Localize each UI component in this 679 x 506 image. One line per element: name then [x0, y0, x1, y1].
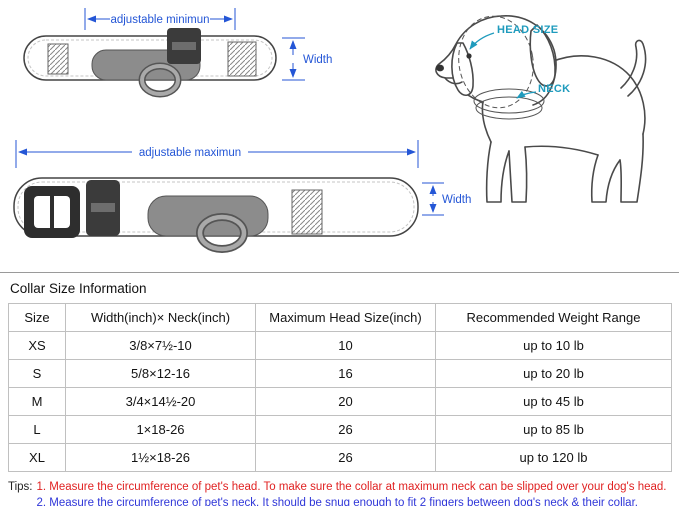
tip-1: 1. Measure the circumference of pet's he… — [36, 481, 667, 493]
head-size-arrow-icon — [469, 32, 495, 50]
head-size-label: HEAD SIZE — [497, 24, 558, 36]
col-header-weight: Recommended Weight Range — [435, 303, 672, 332]
neck-label: NECK — [538, 83, 570, 95]
collar-keeper — [47, 43, 69, 75]
col-header-width-neck: Width(inch)× Neck(inch) — [65, 303, 256, 332]
cell-head-size: 26 — [255, 443, 436, 472]
dimension-width-maximum — [422, 182, 444, 216]
cell-size: L — [8, 415, 66, 444]
cell-weight: up to 120 lb — [435, 443, 672, 472]
dimension-width-minimum — [282, 37, 305, 81]
cell-size: M — [8, 387, 66, 416]
dog-nose — [436, 64, 444, 72]
tips-body: 1. Measure the circumference of pet's he… — [37, 479, 667, 506]
adjustable-maximum-label: adjustable maximun — [139, 147, 241, 159]
dog-ear-right — [529, 24, 556, 87]
table-row: S 5/8×12-16 16 up to 20 lb — [8, 359, 672, 388]
collar-minimum-illustration — [23, 28, 277, 98]
cell-weight: up to 85 lb — [435, 415, 672, 444]
tips-section: Tips: 1. Measure the circumference of pe… — [0, 479, 679, 506]
cell-weight: up to 20 lb — [435, 359, 672, 388]
cell-head-size: 10 — [255, 331, 436, 360]
collar-pad — [147, 195, 269, 237]
dog-mouth — [444, 77, 463, 85]
width-label-minimum: Width — [303, 54, 332, 66]
cell-width-neck: 1½×18-26 — [65, 443, 256, 472]
tip-2: 2. Measure the circumference of pet's ne… — [36, 497, 638, 506]
dog-illustration — [435, 15, 647, 203]
neck-band-ellipse — [473, 88, 545, 114]
table-row: L 1×18-26 26 up to 85 lb — [8, 415, 672, 444]
collar-diagram: adjustable minimun Width — [13, 8, 647, 253]
collar-maximum-illustration — [13, 177, 419, 253]
collar-keeper — [227, 41, 257, 77]
section-title: Collar Size Information — [10, 281, 147, 296]
dog-belly — [524, 145, 599, 156]
cell-weight: up to 45 lb — [435, 387, 672, 416]
cell-width-neck: 3/4×14½-20 — [65, 387, 256, 416]
tips-label: Tips: — [8, 481, 33, 493]
collar-keeper — [291, 189, 323, 235]
table-row: XS 3/8×7½-10 10 up to 10 lb — [8, 331, 672, 360]
cell-width-neck: 5/8×12-16 — [65, 359, 256, 388]
cell-size: XL — [8, 443, 66, 472]
neck-arrow-icon — [516, 90, 537, 99]
cell-size: S — [8, 359, 66, 388]
table-header-row: Size Width(inch)× Neck(inch) Maximum Hea… — [8, 303, 672, 332]
dog-ear-left — [451, 42, 474, 96]
table-row: M 3/4×14½-20 20 up to 45 lb — [8, 387, 672, 416]
cell-weight: up to 10 lb — [435, 331, 672, 360]
table-row: XL 1½×18-26 26 up to 120 lb — [8, 443, 672, 472]
width-label-maximum: Width — [442, 194, 471, 206]
dog-eye — [466, 53, 472, 59]
cell-width-neck: 1×18-26 — [65, 415, 256, 444]
dog-back — [550, 55, 646, 135]
col-header-head-size: Maximum Head Size(inch) — [255, 303, 436, 332]
cell-width-neck: 3/8×7½-10 — [65, 331, 256, 360]
adjustable-minimum-label: adjustable minimun — [110, 14, 209, 26]
size-info-section: Collar Size Information Size Width(inch)… — [0, 272, 679, 506]
dimension-adjustable-minimum — [84, 8, 236, 30]
cell-size: XS — [8, 331, 66, 360]
size-table: Size Width(inch)× Neck(inch) Maximum Hea… — [8, 303, 672, 472]
col-header-size: Size — [8, 303, 66, 332]
dimension-adjustable-maximum — [15, 140, 419, 168]
cell-head-size: 26 — [255, 415, 436, 444]
dog-chest — [481, 101, 492, 143]
cell-head-size: 16 — [255, 359, 436, 388]
dog-tail — [620, 39, 647, 97]
cell-head-size: 20 — [255, 387, 436, 416]
